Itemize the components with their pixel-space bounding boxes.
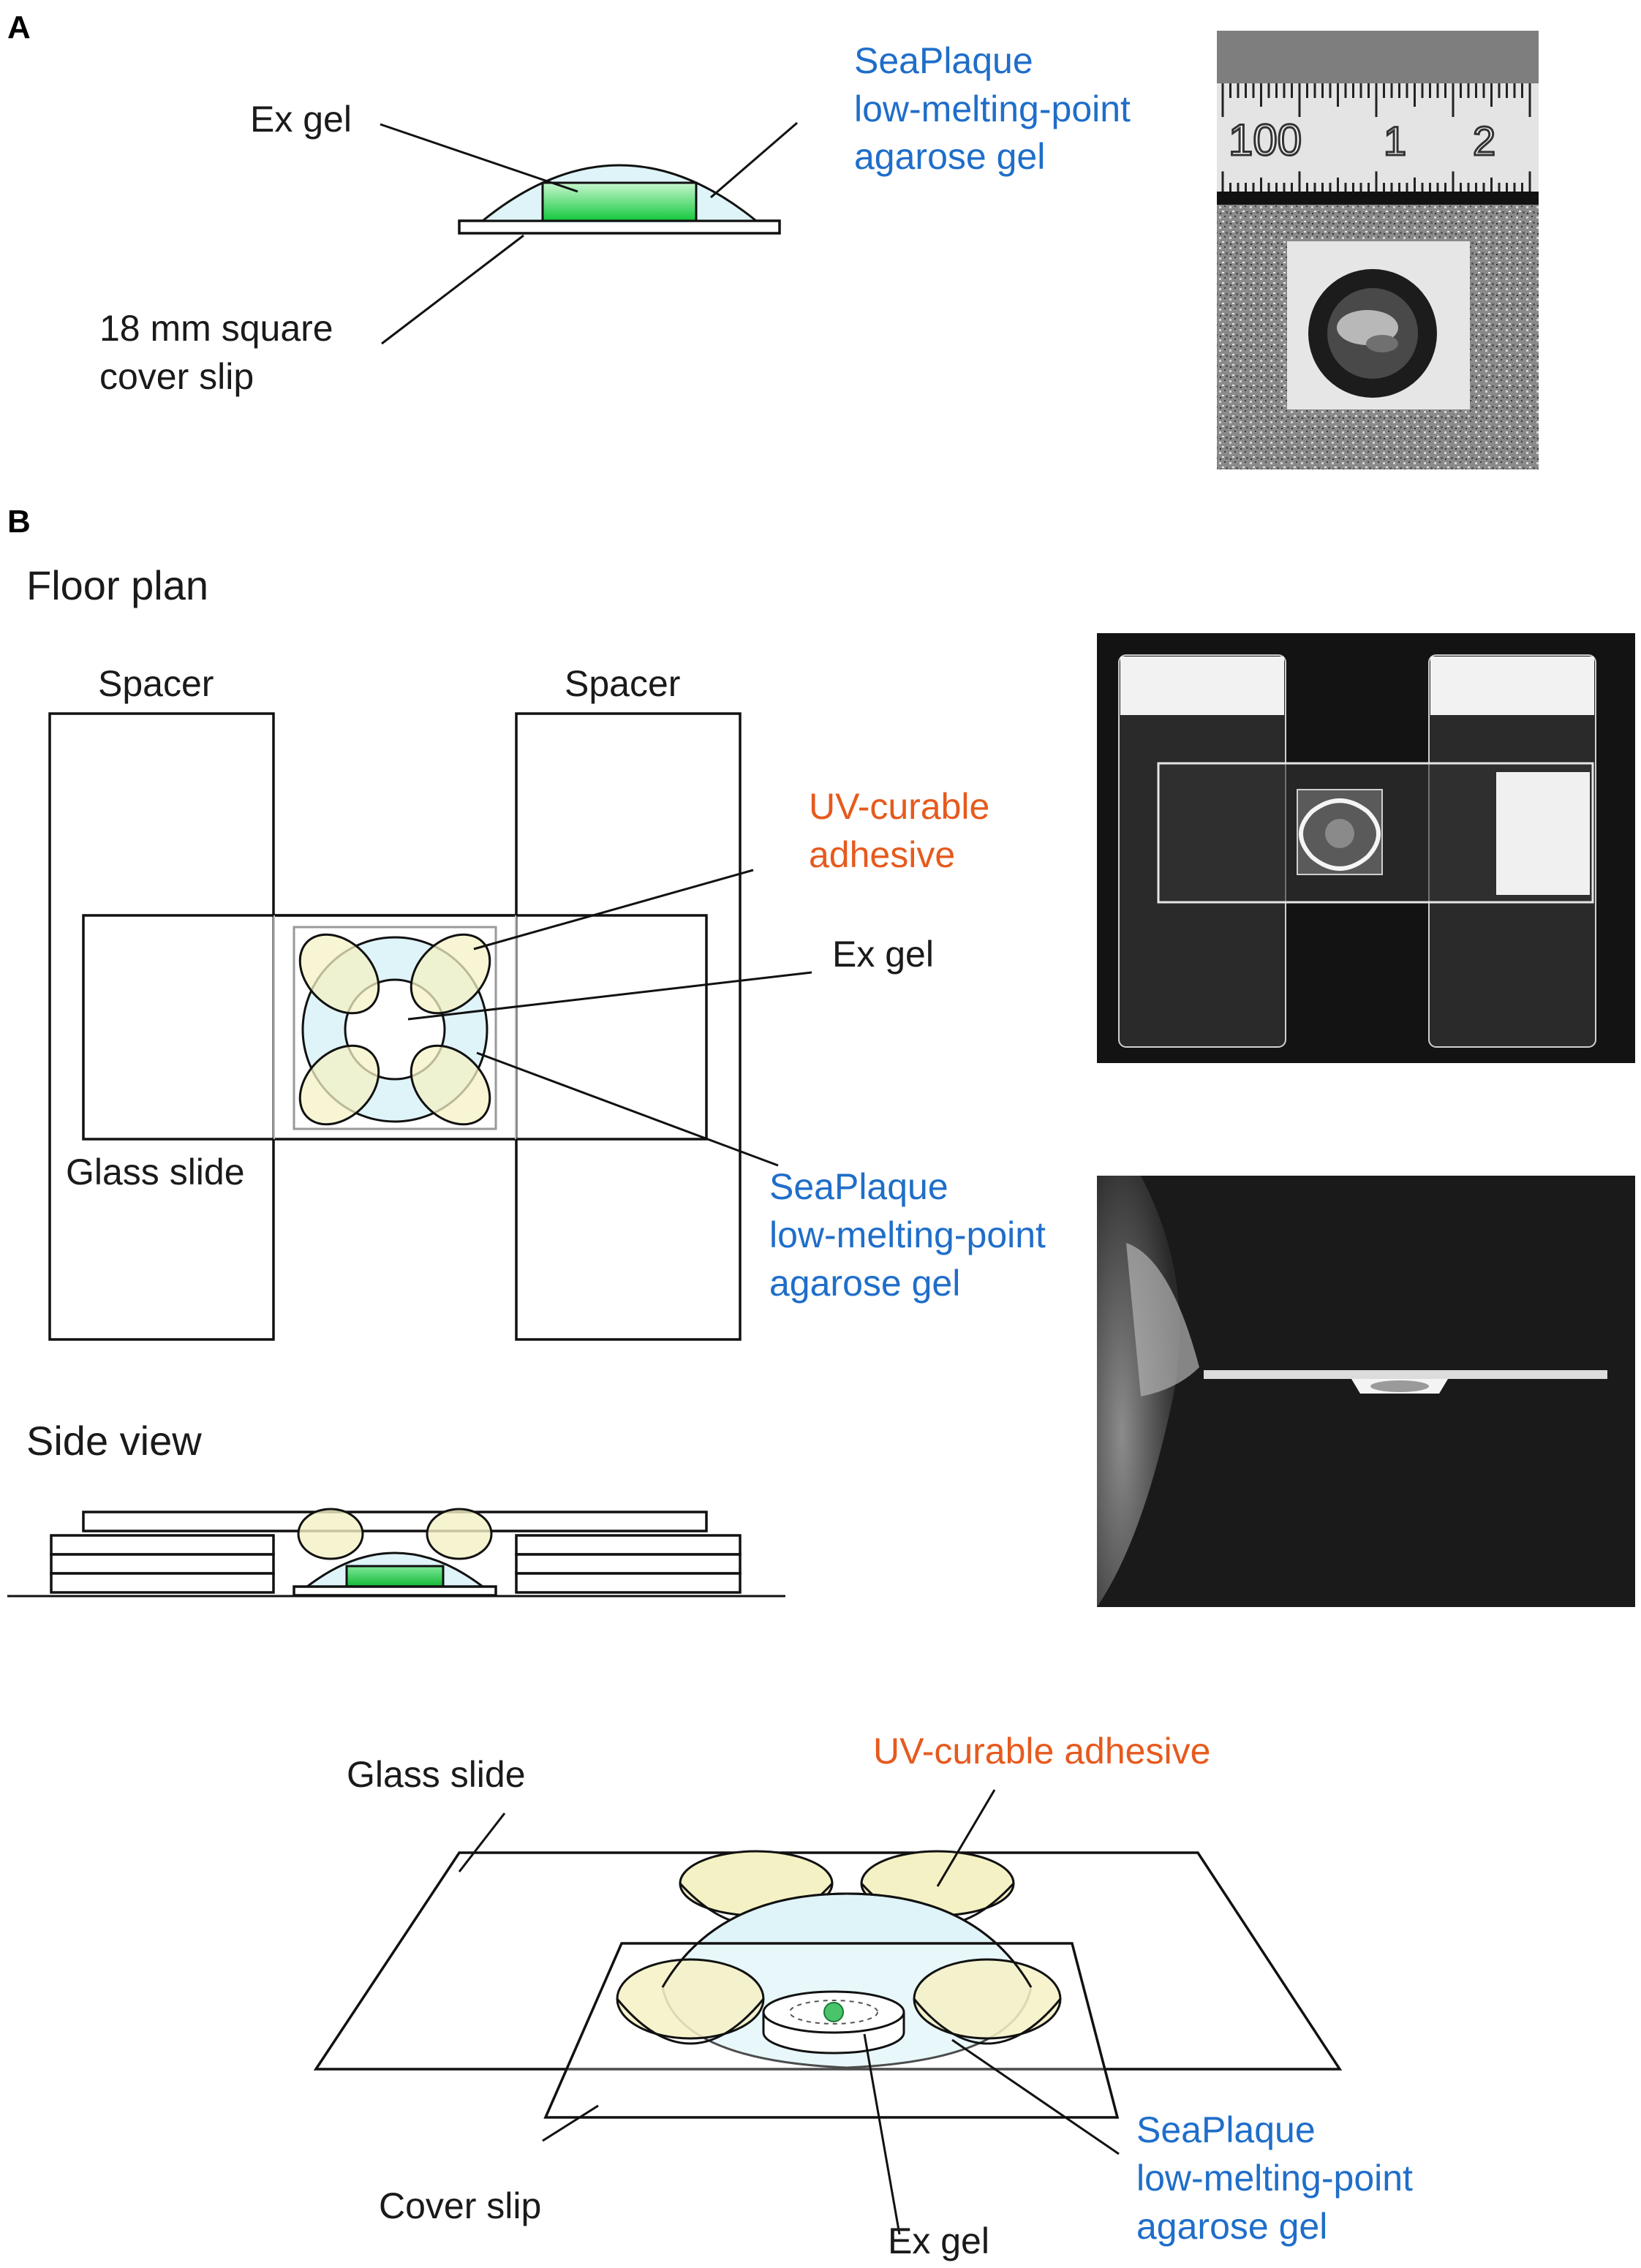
adhesive-floor-tl <box>298 933 380 1015</box>
label-agarose-a-3: agarose gel <box>854 136 1045 177</box>
label-glass-slide-c: Glass slide <box>347 1754 526 1795</box>
label-agarose-c-1: SeaPlaque <box>1136 2109 1316 2150</box>
adhesive-floor-bl <box>298 1044 380 1126</box>
cover-slip-a <box>458 219 781 235</box>
label-cover-slip-c: Cover slip <box>379 2185 541 2226</box>
label-spacer-left: Spacer <box>98 663 214 704</box>
ruler-label-100: 100 <box>1229 116 1302 165</box>
adhesive-3d-front-right <box>913 1958 1062 2040</box>
label-coverslip-a-2: cover slip <box>99 356 254 397</box>
cover-slip-floor <box>293 926 497 1130</box>
label-ex-gel-a: Ex gel <box>250 99 352 140</box>
panel-a-schematic <box>380 121 798 345</box>
label-agarose-a-1: SeaPlaque <box>854 40 1033 81</box>
label-glass-slide-b: Glass slide <box>66 1152 245 1192</box>
label-coverslip-a-1: 18 mm square <box>99 308 333 349</box>
adhesive-side-left <box>297 1508 364 1560</box>
cover-slip-side <box>293 1585 497 1597</box>
glass-slide-side <box>82 1511 708 1532</box>
photo-a-ruler-sample: 100 1 2 <box>1217 31 1539 469</box>
label-agarose-b-1: SeaPlaque <box>769 1166 948 1207</box>
adhesive-floor-br <box>410 1044 491 1126</box>
label-agarose-b-3: agarose gel <box>769 1263 960 1304</box>
label-ex-gel-b: Ex gel <box>832 934 934 975</box>
ruler-ticks <box>1221 83 1531 192</box>
adhesive-3d-front-left <box>616 1958 765 2040</box>
label-agarose-c-3: agarose gel <box>1136 2206 1327 2247</box>
label-ex-gel-c: Ex gel <box>888 2220 989 2261</box>
label-agarose-a-2: low-melting-point <box>854 88 1131 129</box>
panel-a-letter: A <box>7 10 31 45</box>
adhesive-side-right <box>426 1508 493 1560</box>
ex-gel-a <box>541 181 698 222</box>
label-uv-b-1: UV-curable <box>809 786 989 827</box>
photo-b-floor-plan <box>1097 633 1635 1063</box>
ruler-label-2: 2 <box>1473 118 1495 164</box>
side-view-schematic <box>7 1508 785 1598</box>
label-spacer-right: Spacer <box>565 663 680 704</box>
label-uv-c: UV-curable adhesive <box>873 1731 1210 1772</box>
perspective-schematic <box>313 1789 1343 2235</box>
photo-b-side-view <box>1097 1176 1635 1607</box>
ex-gel-side <box>345 1565 445 1588</box>
spacer-right <box>515 712 742 1341</box>
spacer-left <box>48 712 275 1341</box>
ruler-label-1: 1 <box>1384 118 1406 164</box>
label-agarose-b-2: low-melting-point <box>769 1214 1046 1255</box>
label-agarose-c-2: low-melting-point <box>1136 2158 1413 2199</box>
adhesive-floor-tr <box>410 933 491 1015</box>
floor-plan-title: Floor plan <box>26 562 208 608</box>
side-view-title: Side view <box>26 1418 202 1464</box>
label-uv-b-2: adhesive <box>809 834 955 875</box>
tissue-3d <box>823 2002 844 2022</box>
floor-plan-schematic <box>48 712 812 1341</box>
panel-b-letter: B <box>7 504 31 540</box>
